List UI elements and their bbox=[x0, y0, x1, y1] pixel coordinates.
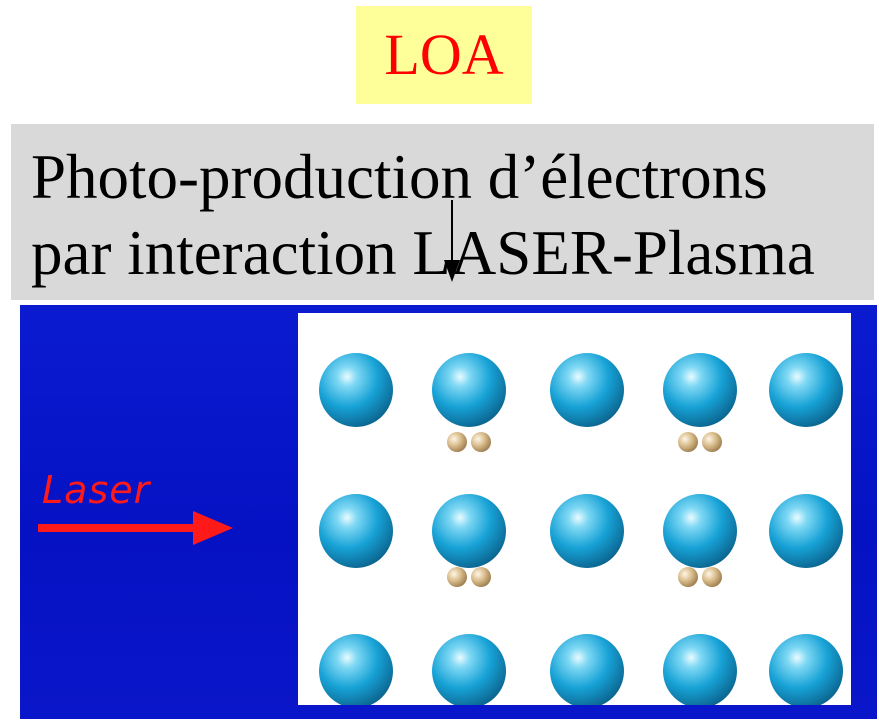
title-box: LOA bbox=[356, 6, 532, 104]
ion-sphere bbox=[432, 634, 506, 705]
plasma-lattice bbox=[298, 313, 851, 705]
laser-label: Laser bbox=[42, 468, 151, 512]
electron-sphere bbox=[678, 432, 698, 452]
lattice-drawing bbox=[319, 353, 843, 705]
laser-plasma-diagram: Laser bbox=[20, 305, 877, 719]
ion-sphere bbox=[432, 494, 506, 568]
subtitle-box: Photo-production d’électrons par interac… bbox=[11, 124, 874, 300]
ion-sphere bbox=[663, 634, 737, 705]
electron-sphere bbox=[447, 567, 467, 587]
subtitle-line-1: Photo-production d’électrons bbox=[31, 142, 768, 212]
subtitle-line-2: par interaction LASER-Plasma bbox=[31, 218, 815, 288]
ion-sphere bbox=[663, 353, 737, 427]
down-arrow-icon bbox=[444, 200, 460, 282]
ion-sphere bbox=[319, 494, 393, 568]
electron-sphere bbox=[678, 567, 698, 587]
ion-sphere bbox=[769, 353, 843, 427]
ion-sphere bbox=[769, 634, 843, 705]
page-title: LOA bbox=[384, 22, 504, 87]
ion-sphere bbox=[550, 634, 624, 705]
ion-sphere bbox=[663, 494, 737, 568]
electron-sphere bbox=[447, 432, 467, 452]
ion-sphere bbox=[432, 353, 506, 427]
ion-sphere bbox=[550, 353, 624, 427]
electron-sphere bbox=[471, 432, 491, 452]
electron-sphere bbox=[702, 432, 722, 452]
ion-sphere bbox=[550, 494, 624, 568]
ion-sphere bbox=[319, 634, 393, 705]
electron-sphere bbox=[471, 567, 491, 587]
ion-sphere bbox=[319, 353, 393, 427]
laser-arrow-icon bbox=[38, 511, 233, 545]
electron-sphere bbox=[702, 567, 722, 587]
ion-sphere bbox=[769, 494, 843, 568]
